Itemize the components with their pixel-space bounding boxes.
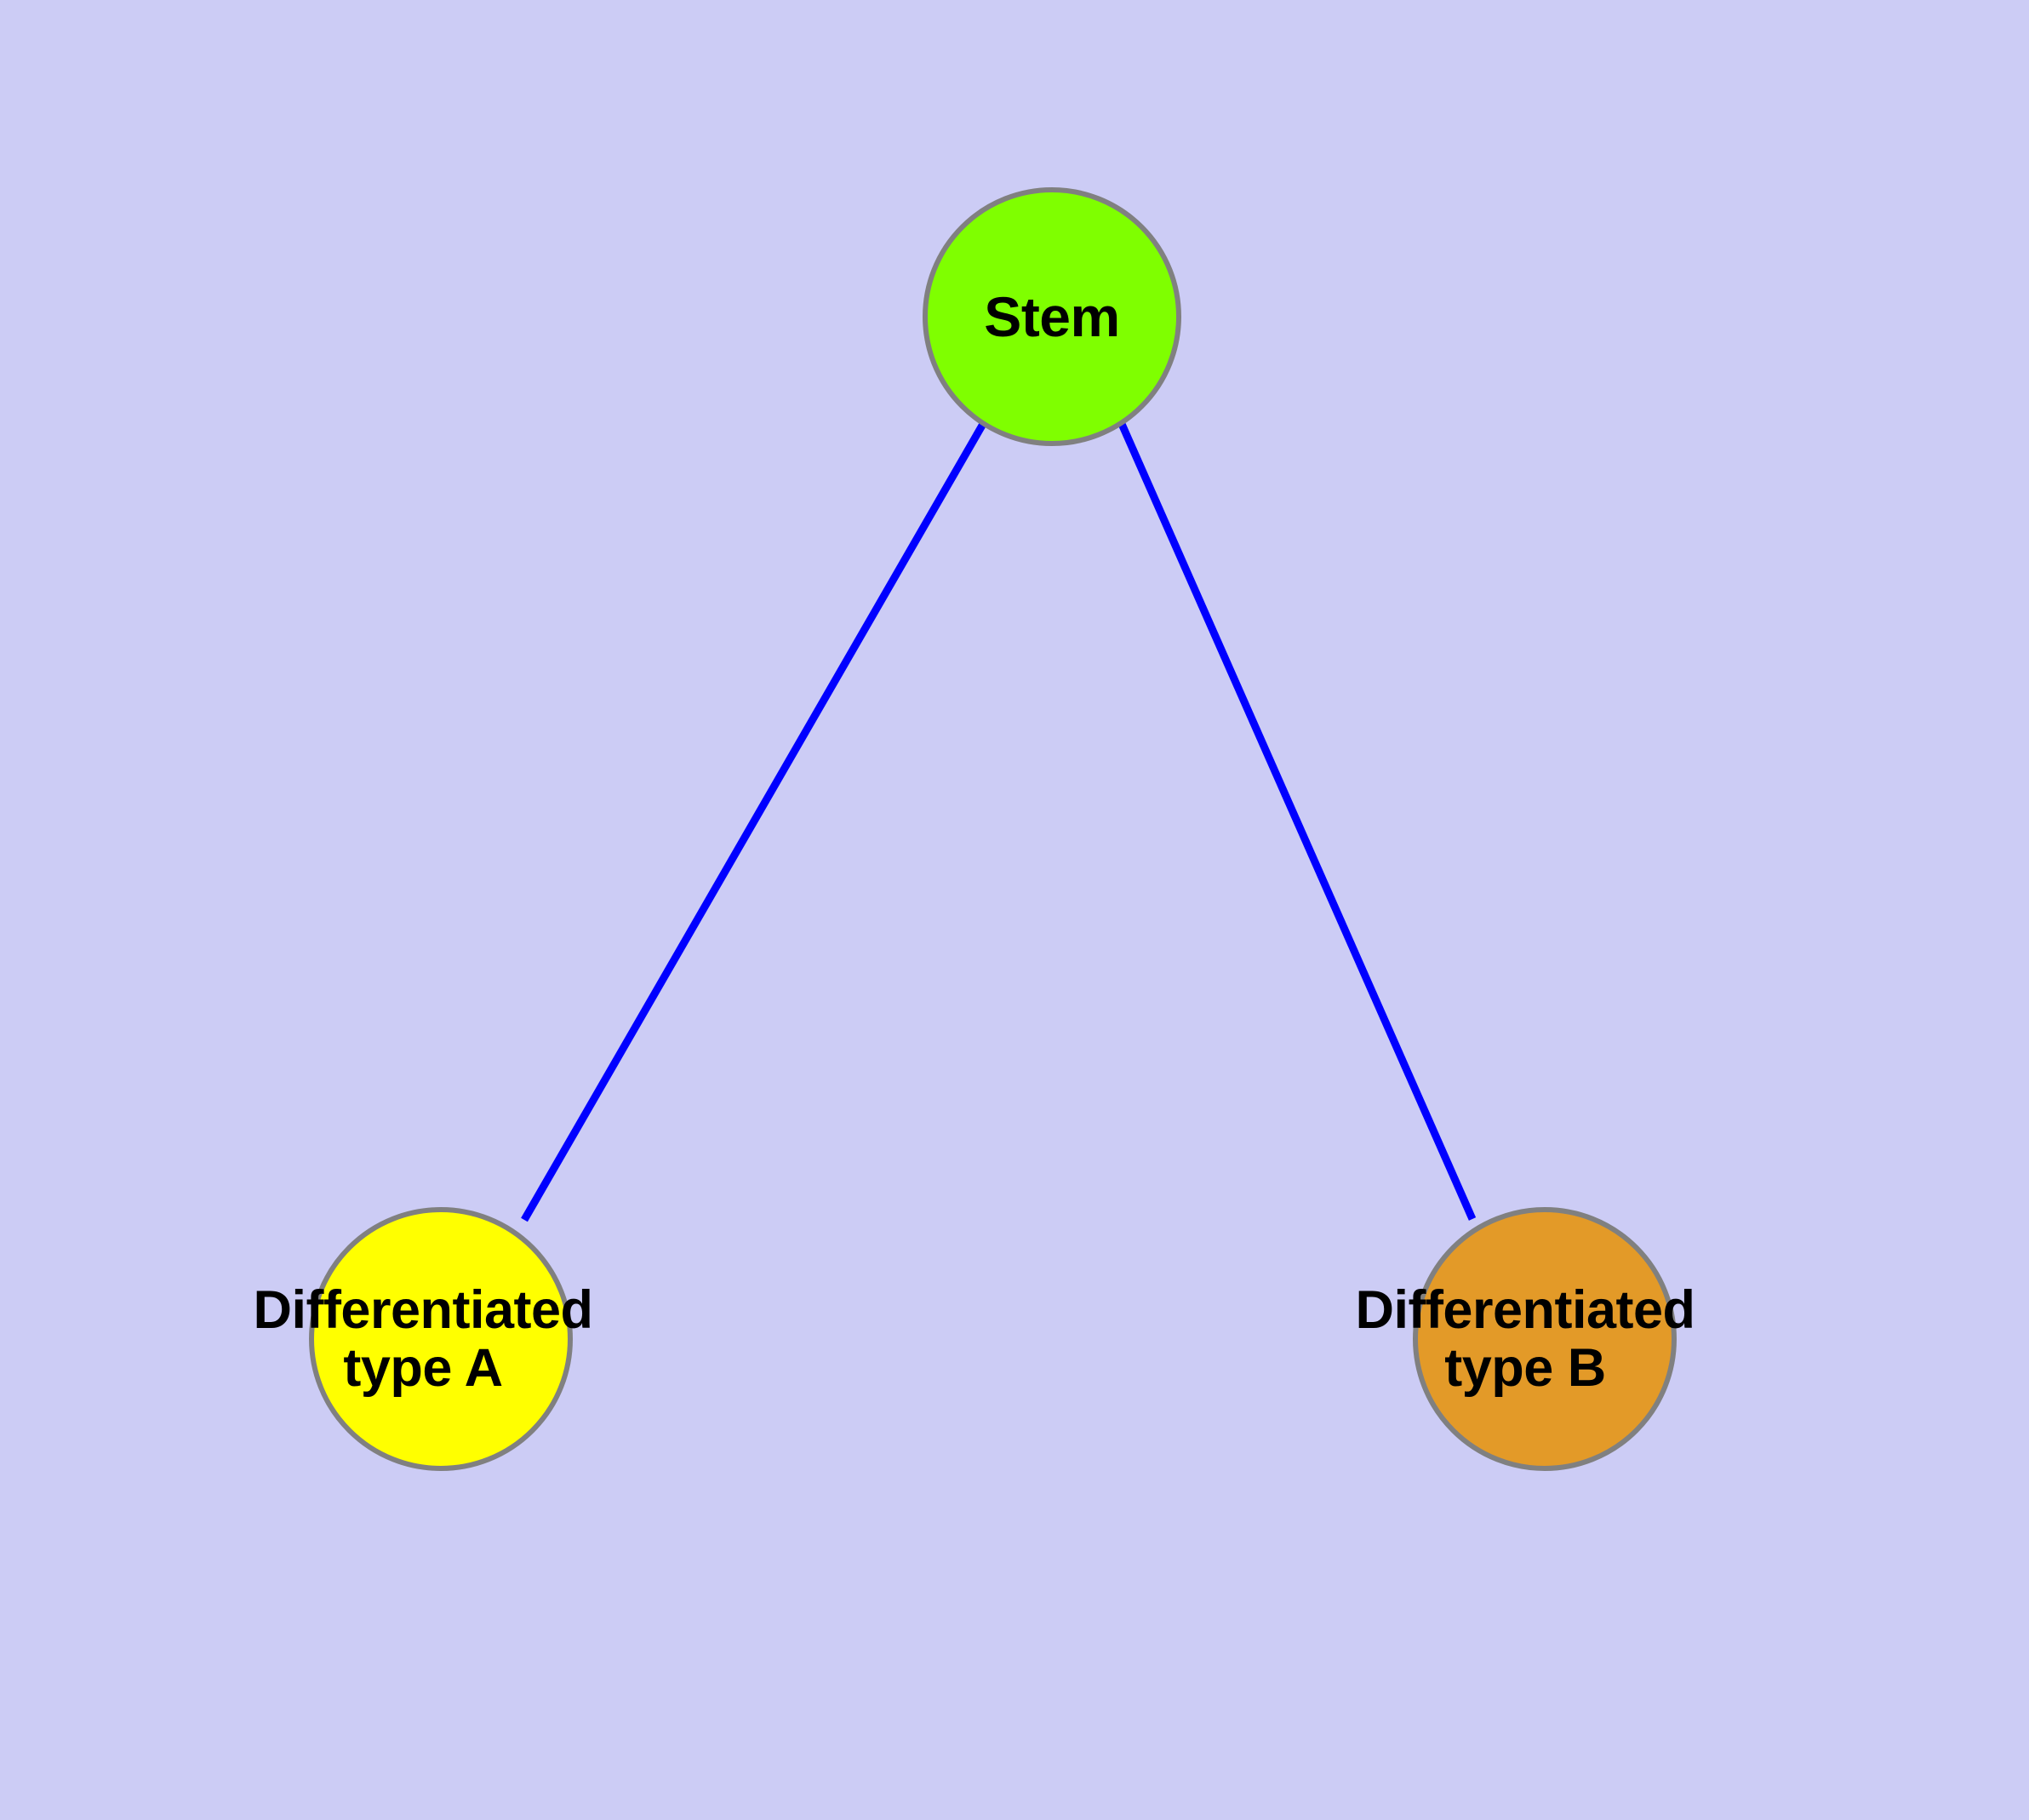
edge-stem-to-diff-a[interactable] [521, 421, 986, 1222]
node-label-differentiated-type-b: Differentiated type B [1355, 1280, 1695, 1399]
node-label-stem: Stem [984, 284, 1120, 348]
node-differentiated-type-b[interactable] [1413, 1207, 1677, 1471]
node-layer [309, 187, 1677, 1471]
edge-stem-to-diff-b[interactable] [1117, 422, 1477, 1221]
node-differentiated-type-a[interactable] [309, 1207, 573, 1471]
edge-layer [521, 421, 1477, 1222]
node-label-differentiated-type-a: Differentiated type A [253, 1280, 593, 1399]
node-stem[interactable] [923, 187, 1181, 446]
